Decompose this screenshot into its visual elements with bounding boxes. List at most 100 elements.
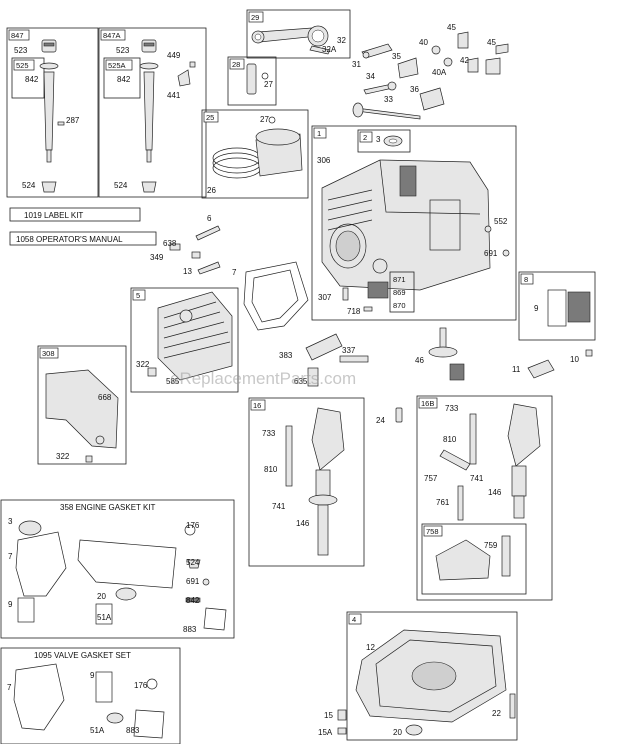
label-635: 635 — [294, 377, 308, 386]
label-524b: 524 — [114, 181, 128, 190]
group-525-tag: 525 — [16, 61, 29, 70]
label-810b: 810 — [443, 435, 457, 444]
group-16-tag: 16 — [253, 401, 261, 410]
engine-gasket-kit[interactable]: 358 ENGINE GASKET KIT 3 7 9 176 524 691 … — [0, 499, 235, 639]
label-40: 40 — [419, 38, 428, 47]
label-668: 668 — [98, 393, 112, 402]
operators-manual-box[interactable]: 1058 OPERATOR'S MANUAL — [9, 231, 157, 246]
label-15: 15 — [324, 711, 333, 720]
valve-gasket-set-title: 1095 VALVE GASKET SET — [34, 651, 131, 660]
label-349: 349 — [150, 253, 164, 262]
label-9: 9 — [534, 304, 539, 313]
label-51a-b: 51A — [90, 726, 105, 735]
label-322b: 322 — [56, 452, 70, 461]
label-36: 36 — [410, 85, 419, 94]
group-4[interactable]: 4 12 15 15A 20 22 — [318, 611, 518, 741]
dowel-24[interactable]: 24 — [376, 407, 403, 425]
label-20b: 20 — [393, 728, 402, 737]
label-383: 383 — [279, 351, 293, 360]
label-449: 449 — [167, 51, 181, 60]
group-16[interactable]: 16 733 810 741 146 — [248, 397, 365, 567]
label-691: 691 — [484, 249, 498, 258]
label-524: 524 — [22, 181, 36, 190]
label-759: 759 — [484, 541, 498, 550]
group-5-tag: 5 — [136, 291, 140, 300]
label-22: 22 — [492, 709, 501, 718]
label-34: 34 — [366, 72, 375, 81]
label-741b: 741 — [470, 474, 484, 483]
engine-gasket-kit-title: 358 ENGINE GASKET KIT — [60, 503, 156, 512]
label-33: 33 — [384, 95, 393, 104]
label-585: 585 — [166, 377, 180, 386]
label-638: 638 — [163, 239, 177, 248]
group-29[interactable]: 29 32 32A — [246, 9, 351, 59]
valve-gasket-set[interactable]: 1095 VALVE GASKET SET 7 9 176 51A 883 — [0, 647, 181, 744]
label-176b: 176 — [134, 681, 148, 690]
group-869-tag: 869 — [393, 288, 406, 297]
head-gasket[interactable]: 7 — [232, 261, 309, 331]
label-883b: 883 — [126, 726, 140, 735]
label-51a: 51A — [97, 613, 112, 622]
operators-manual-text: 1058 OPERATOR'S MANUAL — [16, 235, 123, 244]
label-146b: 146 — [488, 488, 502, 497]
label-6: 6 — [207, 214, 212, 223]
label-842b: 842 — [117, 75, 131, 84]
group-16b[interactable]: 16B 758 733 810 757 741 146 761 759 — [416, 395, 553, 601]
label-146: 146 — [296, 519, 310, 528]
group-25-tag: 25 — [206, 113, 214, 122]
group-1[interactable]: 1 2 871 869 870 3 306 552 691 307 718 — [311, 125, 517, 321]
label-9b: 9 — [8, 600, 13, 609]
label-337: 337 — [342, 346, 356, 355]
label-35: 35 — [392, 52, 401, 61]
label-15a: 15A — [318, 728, 333, 737]
label-757: 757 — [424, 474, 438, 483]
label-552: 552 — [494, 217, 508, 226]
label-733b: 733 — [445, 404, 459, 413]
label-733: 733 — [262, 429, 276, 438]
group-4-tag: 4 — [352, 615, 356, 624]
group-525a-tag: 525A — [108, 61, 126, 70]
label-31: 31 — [352, 60, 361, 69]
label-32: 32 — [337, 36, 346, 45]
label-842c: 842 — [186, 596, 200, 605]
group-758-tag: 758 — [426, 527, 439, 536]
valve-train[interactable]: 31 35 34 33 36 40 40A 45 45 42 — [352, 23, 509, 120]
group-871-tag: 871 — [393, 275, 406, 284]
ignition-group[interactable]: 383 337 635 46 — [279, 327, 465, 387]
group-8[interactable]: 8 9 10 11 — [512, 271, 596, 379]
watermark: eReplacementParts.com — [170, 369, 356, 388]
label-761: 761 — [436, 498, 450, 507]
group-847a[interactable]: 847A 525A 523 449 842 441 524 — [98, 27, 207, 198]
group-29-tag: 29 — [251, 13, 259, 22]
label-kit-box[interactable]: 1019 LABEL KIT — [9, 207, 141, 222]
group-8-tag: 8 — [524, 275, 528, 284]
group-28[interactable]: 28 27 — [227, 56, 277, 106]
label-9c: 9 — [90, 671, 95, 680]
label-11: 11 — [512, 365, 521, 374]
label-3b: 3 — [8, 517, 13, 526]
label-883: 883 — [183, 625, 197, 634]
group-28-tag: 28 — [232, 60, 240, 69]
group-16b-tag: 16B — [421, 399, 434, 408]
label-307: 307 — [318, 293, 332, 302]
label-42: 42 — [460, 56, 469, 65]
label-kit-text: 1019 LABEL KIT — [24, 211, 83, 220]
label-523b: 523 — [116, 46, 130, 55]
group-5[interactable]: 5 322 585 — [130, 287, 239, 393]
group-308[interactable]: 308 668 322 — [37, 345, 127, 465]
group-25[interactable]: 25 27 26 — [201, 109, 309, 199]
label-441: 441 — [167, 91, 181, 100]
label-27b: 27 — [260, 115, 269, 124]
label-45b: 45 — [487, 38, 496, 47]
group-847[interactable]: 847 525 523 842 287 524 — [6, 27, 99, 198]
label-524c: 524 — [186, 558, 200, 567]
label-741: 741 — [272, 502, 286, 511]
label-7b: 7 — [8, 552, 13, 561]
group-870-tag: 870 — [393, 301, 406, 310]
label-45a: 45 — [447, 23, 456, 32]
label-24: 24 — [376, 416, 385, 425]
bolts-group[interactable]: 6 638 349 13 — [150, 214, 221, 276]
label-718: 718 — [347, 307, 361, 316]
label-810: 810 — [264, 465, 278, 474]
